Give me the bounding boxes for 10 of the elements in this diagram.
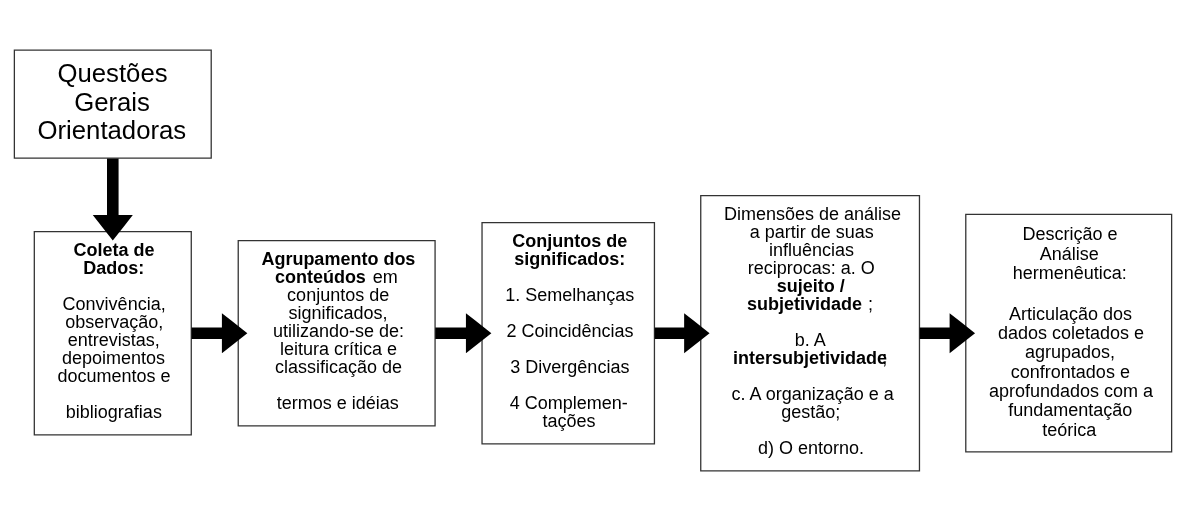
arrow xyxy=(654,312,710,353)
node-box: Questões Gerais Orientadoras xyxy=(13,49,212,159)
node-box: Conjuntos de significados: 1. Semelhanças 2 Coincidências 3 Divergências 4 Complemen- tações xyxy=(481,221,656,444)
arrow xyxy=(919,312,976,353)
node-box: Coleta de Dados: Convivência, observação, entrevistas, depoimentos documentos e bibliografias xyxy=(33,230,192,435)
arrow xyxy=(435,312,492,353)
arrow xyxy=(191,312,248,353)
node-box: Agrupamento dos conteúdos em conjuntos de significados, utilizando-se de: leitura crítica e classificação de termos e idéias xyxy=(237,239,436,426)
node-box: Descrição e Análise hermenêutica: Articulação dos dados coletados e agrupados, confrontados e aprofundados com a fundamentação teórica xyxy=(965,213,1173,453)
arrow xyxy=(92,158,133,240)
